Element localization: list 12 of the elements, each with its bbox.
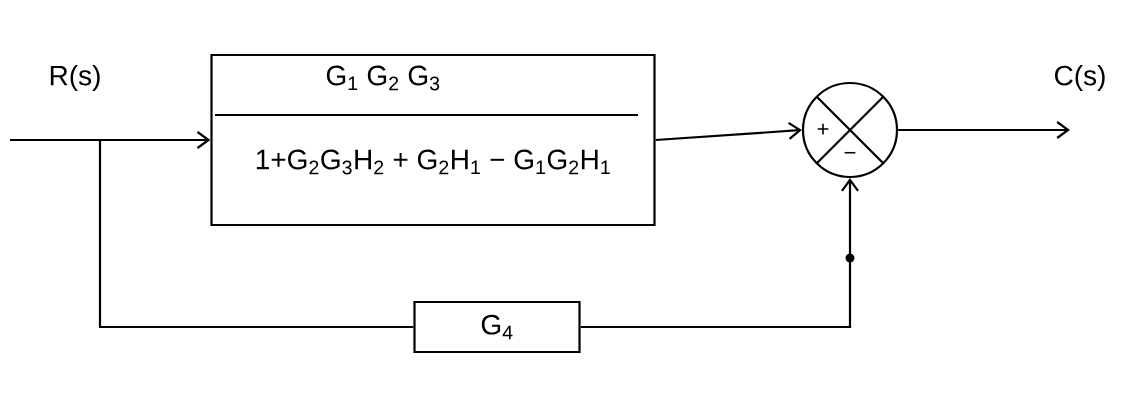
- arrow: [580, 178, 859, 329]
- numerator: G$_{1}$ G$_{2}$ G$_{3}$: [326, 65, 440, 91]
- signal-label: R(s): [50, 64, 100, 92]
- denominator: 1+G$_{2}$G$_{3}$H$_{2}$ + G$_{2}$H$_{1}$ − G$_{1}$G$_{2}$H$_{1}$: [256, 149, 610, 175]
- block-box: G$_{4}$: [413, 300, 581, 354]
- arrow: [655, 121, 802, 142]
- signal-label: C(s): [1055, 64, 1105, 92]
- branch-line: [98, 140, 414, 329]
- arrow: [898, 121, 1070, 139]
- minus-sign: −: [844, 151, 856, 154]
- plus-sign: +: [817, 123, 829, 135]
- arrow: [10, 131, 211, 149]
